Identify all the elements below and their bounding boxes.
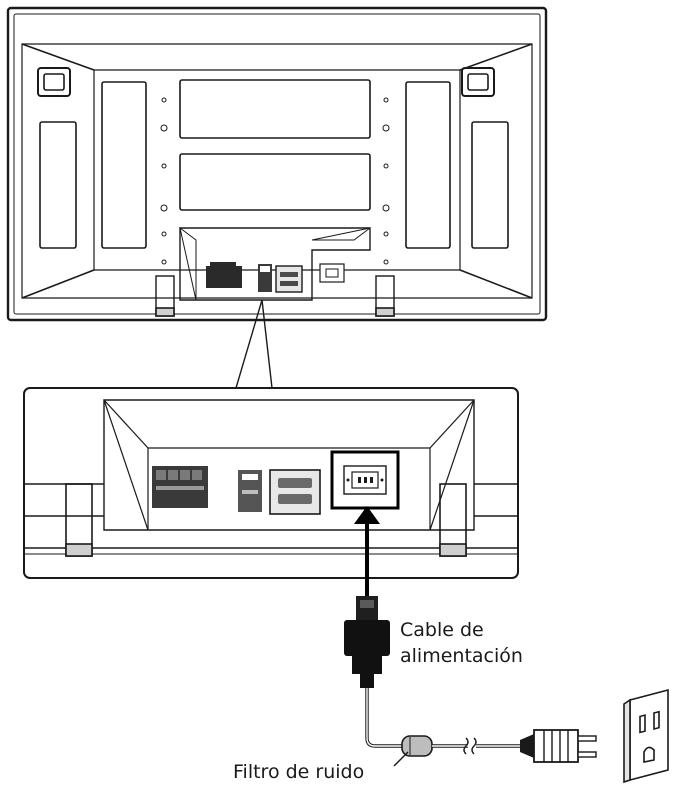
wall-plug-body	[533, 729, 579, 763]
iec-plug-body	[344, 620, 390, 656]
wall-plug-strain-relief	[520, 734, 534, 758]
zoomed-terminal-panel	[23, 387, 519, 579]
outlet-slot-right	[653, 710, 660, 730]
wall-plug-prong-bottom	[577, 751, 597, 758]
mounting-holes	[160, 97, 390, 265]
zoom-frame	[23, 387, 519, 579]
zoomed-connectors	[152, 450, 400, 515]
left-vent-inner	[101, 81, 147, 249]
noise-filter-label: Filtro de ruido	[233, 761, 365, 783]
cable-break-mark	[463, 737, 477, 755]
right-handle	[461, 67, 495, 97]
left-handle	[37, 67, 71, 97]
power-cable-label-line1: Cable de	[400, 619, 484, 641]
display-back-recess	[93, 69, 461, 271]
wall-outlet-plate	[629, 688, 669, 782]
wall-plug-prong-top	[577, 735, 597, 742]
display-back-cover	[21, 43, 533, 299]
right-vent-inner	[405, 81, 451, 249]
display-rear-view	[6, 6, 548, 322]
outlet-ground-hole	[643, 746, 655, 763]
left-vent-outer	[39, 121, 77, 249]
power-cable-label-line2: alimentación	[400, 645, 523, 667]
cable-cord	[365, 688, 402, 748]
outlet-slot-left	[639, 714, 646, 734]
upper-center-panel	[179, 79, 371, 139]
power-cable	[344, 506, 597, 763]
video-connector-block	[269, 469, 321, 515]
display-outer-frame	[6, 6, 548, 322]
right-vent-outer	[471, 121, 509, 249]
noise-filter-leader	[393, 751, 409, 767]
lower-center-panel	[179, 153, 371, 211]
zoom-callout-lines	[235, 299, 273, 389]
display-inner-frame	[13, 13, 541, 315]
top-view-connectors	[206, 262, 345, 293]
connection-arrow-head	[354, 506, 380, 524]
wall-outlet	[623, 688, 669, 784]
ac-inlet-highlight	[330, 450, 400, 510]
